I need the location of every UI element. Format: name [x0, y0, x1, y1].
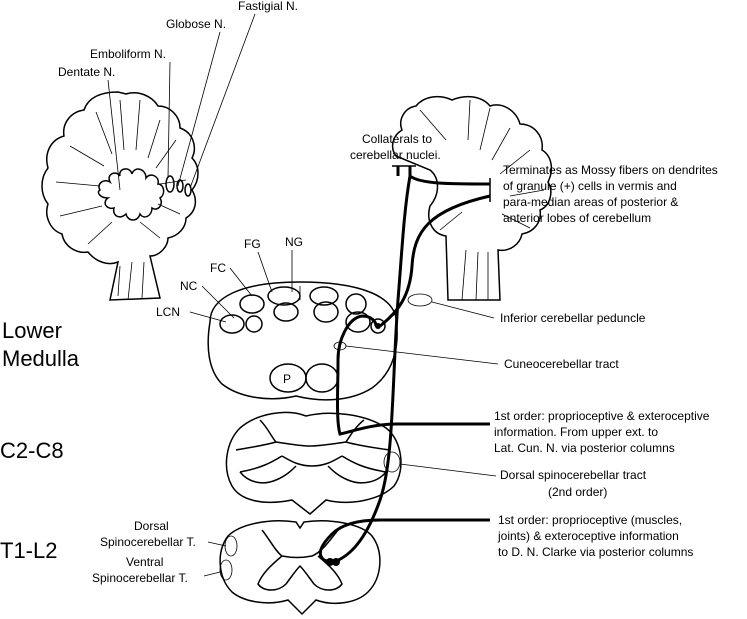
- left-cerebellum-section: Fastigial N. Globose N. Emboliform N. De…: [41, 0, 298, 301]
- cervical-level-label: C2-C8: [0, 438, 64, 463]
- lateral-cuneate-nucleus-right: [345, 311, 371, 333]
- dentate-label: Dentate N.: [58, 65, 115, 79]
- emboliform-label: Emboliform N.: [90, 47, 166, 61]
- fc-label: FC: [210, 261, 226, 275]
- ventral-spinocerebellar-marker: [219, 559, 233, 581]
- dsct-leader-line: [399, 463, 497, 477]
- fasciculus-cuneatus-left: [239, 294, 265, 314]
- emboliform-nucleus: [165, 175, 175, 193]
- mossy-fibers-label: Terminates as Mossy fibers on dendrites …: [503, 163, 721, 225]
- nucleus-cuneatus-left: [245, 315, 263, 333]
- thoracolumbar-level-label: T1-L2: [0, 538, 57, 563]
- fg-label: FG: [244, 237, 261, 251]
- medulla-outline: [207, 281, 398, 401]
- t1l2-first-order-label: 1st order: proprioceptive (muscles, join…: [497, 513, 693, 559]
- medulla-right-leaders: [345, 301, 499, 365]
- icp-marker: [407, 293, 433, 307]
- right-cerebellum-outline: [391, 95, 553, 301]
- dsct-label: Dorsal spinocerebellar tract (2nd order): [500, 468, 649, 499]
- dsct-marker: [383, 451, 401, 473]
- collaterals-label: Collaterals to cerebellar nuclei.: [350, 132, 441, 162]
- nucleus-gracilis-right: [313, 301, 339, 323]
- right-cerebellum-section: Collaterals to cerebellar nuclei. Termin…: [350, 95, 721, 301]
- lcn-relay-ring: [370, 318, 386, 334]
- cct-label: Cuneocerebellar tract: [504, 357, 619, 371]
- lateral-cuneate-nucleus-left: [219, 314, 245, 334]
- dorsal-spinocerebellar-label: Dorsal Spinocerebellar T.: [100, 519, 196, 549]
- t1l2-first-order-fiber: [318, 518, 490, 564]
- nucleus-gracilis-left: [273, 302, 299, 322]
- cervical-ventral-horns: [239, 465, 387, 484]
- ng-label: NG: [285, 235, 303, 249]
- cervical-gray-matter: [235, 419, 391, 473]
- lower-medulla-section: Lower Medulla P FG NG FC NC LCN Inferior…: [2, 235, 646, 401]
- dentate-nucleus: [97, 168, 165, 221]
- globose-nucleus: [176, 179, 184, 193]
- thoracolumbar-cord-outline: [219, 520, 381, 616]
- t1l2-leader-lines: [203, 541, 227, 577]
- clarke-cell-body-2: [332, 558, 340, 566]
- cervical-section: C2-C8 1st order: proprioceptive & extero…: [0, 409, 713, 515]
- icp-label: Inferior cerebellar peduncle: [500, 311, 646, 325]
- pyramid-label: P: [283, 372, 291, 386]
- nucleus-gracilis-top: [267, 286, 301, 306]
- lcn-label: LCN: [156, 305, 180, 319]
- collateral-fibers: [396, 166, 412, 176]
- fastigial-nucleus: [184, 183, 192, 197]
- dorsal-spinocerebellar-fiber: [333, 173, 491, 564]
- nuclei-leader-lines: [107, 13, 256, 191]
- fiber-pathways: [318, 165, 491, 566]
- lower-medulla-level-label: Lower Medulla: [2, 318, 80, 371]
- left-cerebellum-outline: [41, 91, 199, 301]
- thoracolumbar-section: T1-L2 Dorsal Spinocerebellar T. Ventral …: [0, 513, 693, 616]
- right-cerebellum-folia: [419, 99, 545, 301]
- ventral-spinocerebellar-label: Ventral Spinocerebellar T.: [92, 555, 188, 585]
- medulla-leader-lines: [189, 250, 293, 323]
- globose-label: Globose N.: [166, 17, 226, 31]
- cervical-cord-outline: [225, 411, 402, 515]
- pyramid-right: [305, 363, 339, 393]
- nc-label: NC: [180, 279, 198, 293]
- fasciculus-cuneatus-right: [345, 293, 367, 315]
- nucleus-cuneatus-right-top: [309, 286, 339, 306]
- left-cerebellum-folia: [55, 99, 187, 301]
- fastigial-label: Fastigial N.: [238, 0, 298, 13]
- thoracolumbar-gray-matter: [257, 529, 343, 591]
- clarke-cell-body: [326, 558, 334, 566]
- cervical-first-order-fiber: [336, 314, 490, 436]
- dorsal-spinocerebellar-marker: [224, 535, 238, 557]
- cervical-first-order-label: 1st order: proprioceptive & exteroceptiv…: [494, 409, 713, 455]
